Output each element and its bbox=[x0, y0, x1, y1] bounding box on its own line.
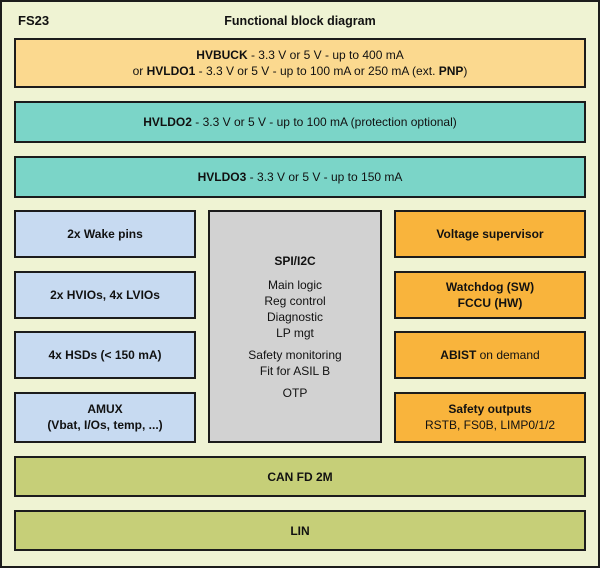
watchdog-label: Watchdog (SW) bbox=[445, 279, 535, 294]
hvios-lvios-label: 2x HVIOs, 4x LVIOs bbox=[50, 287, 160, 302]
fccu-label: FCCU (HW) bbox=[457, 295, 523, 310]
core-otp: OTP bbox=[283, 385, 308, 401]
hvldo1-line2: or HVLDO1 - 3.3 V or 5 V - up to 100 mA … bbox=[132, 64, 468, 78]
amux-block: AMUX (Vbat, I/Os, temp, ...) bbox=[14, 391, 196, 443]
asil-b-label: Fit for ASIL B bbox=[259, 363, 331, 378]
hvldo2-block: HVLDO2 - 3.3 V or 5 V - up to 100 mA (pr… bbox=[14, 101, 586, 143]
lin-label: LIN bbox=[290, 523, 310, 538]
watchdog-fccu-block: Watchdog (SW) FCCU (HW) bbox=[394, 270, 586, 319]
lin-block: LIN bbox=[14, 510, 586, 551]
spi-i2c-label: SPI/I2C bbox=[274, 253, 316, 268]
can-fd-label: CAN FD 2M bbox=[267, 469, 333, 484]
safety-monitoring-label: Safety monitoring bbox=[248, 347, 342, 362]
page-title: Functional block diagram bbox=[224, 14, 376, 28]
safety-outputs-block: Safety outputs RSTB, FS0B, LIMP0/1/2 bbox=[394, 391, 586, 443]
diagnostic-label: Diagnostic bbox=[266, 309, 324, 324]
core-logic-block: SPI/I2C Main logic Reg control Diagnosti… bbox=[208, 210, 382, 443]
lp-mgt-label: LP mgt bbox=[276, 325, 314, 340]
can-fd-block: CAN FD 2M bbox=[14, 456, 586, 497]
voltage-supervisor-label: Voltage supervisor bbox=[436, 227, 544, 241]
hvios-lvios-block: 2x HVIOs, 4x LVIOs bbox=[14, 270, 196, 319]
diagram-header: FS23 Functional block diagram bbox=[14, 12, 586, 38]
hsds-label: 4x HSDs (< 150 mA) bbox=[48, 348, 162, 363]
abist-block: ABIST on demand bbox=[394, 331, 586, 380]
wake-pins-block: 2x Wake pins bbox=[14, 210, 196, 258]
hvldo3-label: HVLDO3 - 3.3 V or 5 V - up to 150 mA bbox=[197, 170, 403, 184]
reg-control-label: Reg control bbox=[264, 293, 326, 308]
safety-column: Voltage supervisor Watchdog (SW) FCCU (H… bbox=[394, 210, 586, 443]
hsds-block: 4x HSDs (< 150 mA) bbox=[14, 331, 196, 380]
safety-outputs-pins: RSTB, FS0B, LIMP0/1/2 bbox=[424, 418, 556, 433]
hvldo3-block: HVLDO3 - 3.3 V or 5 V - up to 150 mA bbox=[14, 156, 586, 198]
voltage-supervisor-block: Voltage supervisor bbox=[394, 210, 586, 258]
safety-outputs-label: Safety outputs bbox=[448, 402, 532, 417]
amux-label-line1: AMUX bbox=[87, 402, 123, 417]
wake-pins-label: 2x Wake pins bbox=[67, 227, 143, 241]
amux-label-line2: (Vbat, I/Os, temp, ...) bbox=[47, 418, 163, 433]
middle-section: 2x Wake pins 2x HVIOs, 4x LVIOs 4x HSDs … bbox=[14, 210, 586, 443]
otp-label: OTP bbox=[282, 385, 308, 400]
hvldo2-label: HVLDO2 - 3.3 V or 5 V - up to 100 mA (pr… bbox=[143, 115, 457, 129]
product-name: FS23 bbox=[18, 13, 50, 28]
abist-label: ABIST on demand bbox=[440, 348, 540, 363]
io-column: 2x Wake pins 2x HVIOs, 4x LVIOs 4x HSDs … bbox=[14, 210, 196, 443]
hvbuck-line1: HVBUCK - 3.3 V or 5 V - up to 400 mA bbox=[196, 48, 404, 62]
core-safety-functions: Safety monitoring Fit for ASIL B bbox=[248, 347, 341, 379]
hvbuck-hvldo1-block: HVBUCK - 3.3 V or 5 V - up to 400 mA or … bbox=[14, 38, 586, 88]
core-main-functions: Main logic Reg control Diagnostic LP mgt bbox=[264, 277, 325, 341]
main-logic-label: Main logic bbox=[267, 277, 323, 292]
